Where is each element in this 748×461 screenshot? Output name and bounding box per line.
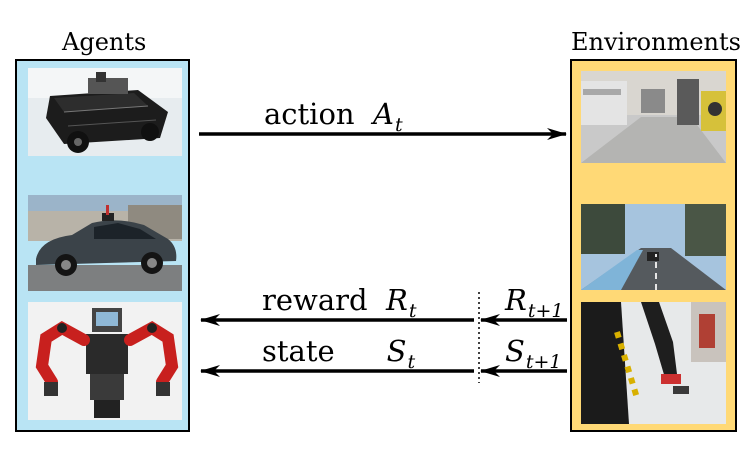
state-next-label: St+1 (505, 334, 562, 373)
reward-symbol: Rt (386, 283, 417, 322)
manipulation-scene-photo (581, 302, 726, 424)
reward-word: reward (262, 283, 368, 317)
action-label: action At (264, 98, 403, 141)
state-word: state (262, 334, 335, 368)
action-symbol: At (373, 97, 403, 136)
agents-title: Agents (62, 28, 147, 56)
autonomous-car-photo (28, 195, 182, 291)
reward-label: reward Rt (262, 284, 417, 327)
state-symbol: St (386, 334, 416, 373)
street-view-photo (581, 204, 726, 290)
environments-title: Environments (571, 28, 741, 56)
reward-next-label: Rt+1 (505, 283, 564, 322)
mobile-robot-photo (28, 68, 182, 156)
humanoid-robot-photo (28, 302, 182, 420)
environments-panel (570, 59, 737, 432)
indoor-corridor-photo (581, 71, 726, 163)
action-word: action (264, 97, 355, 131)
agents-panel (15, 59, 190, 432)
state-label: state St (262, 335, 415, 378)
